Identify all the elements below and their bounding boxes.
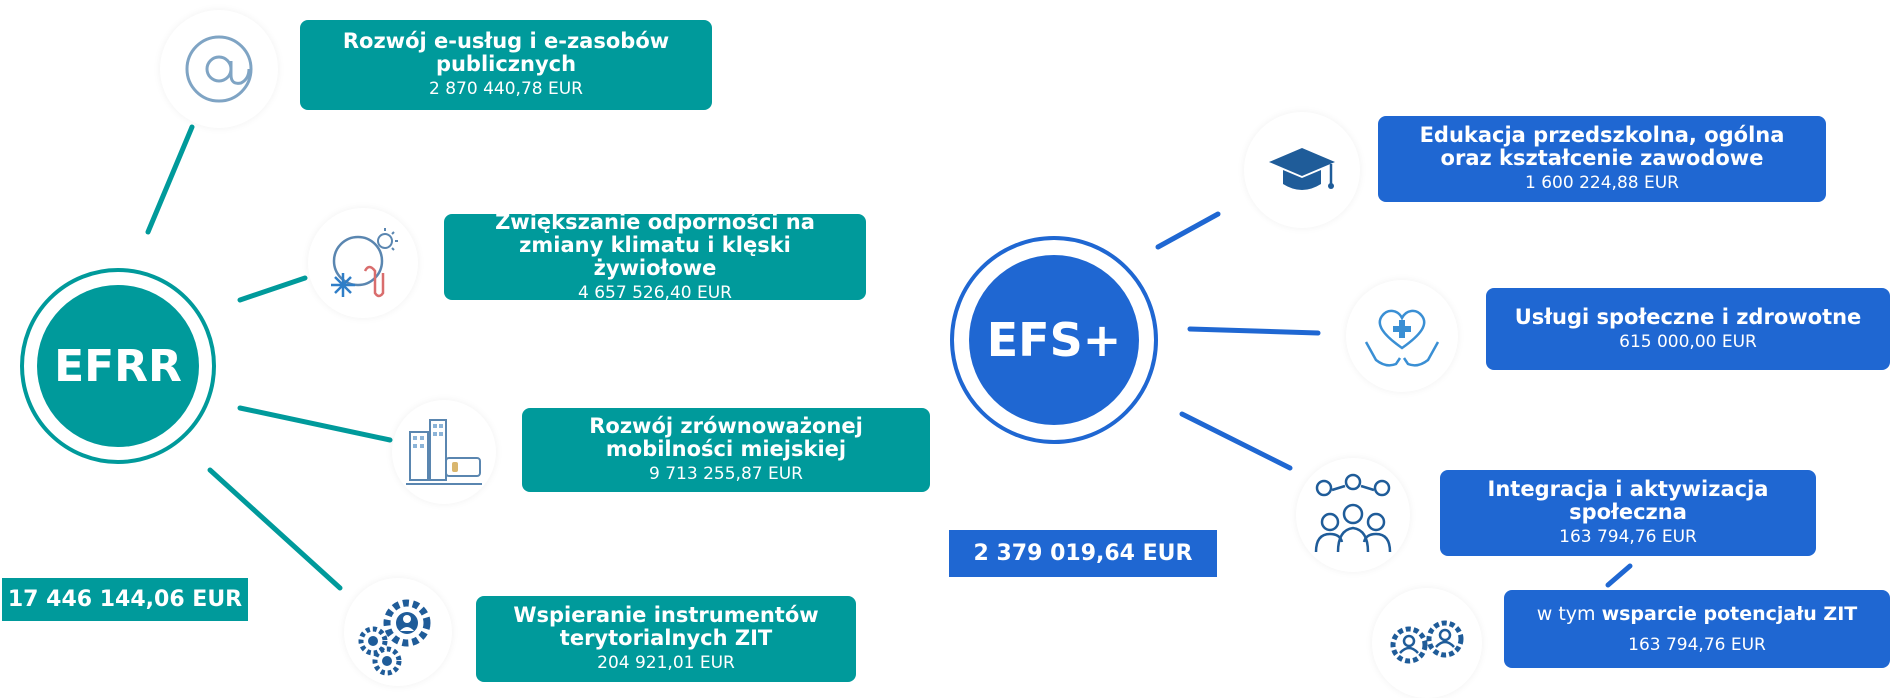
graduation-cap-icon bbox=[1244, 112, 1360, 228]
efs-card-integration: Integracja i aktywizacja społeczna 163 7… bbox=[1440, 470, 1816, 556]
efrr-card-mobility: Rozwój zrównoważonej mobilności miejskie… bbox=[522, 408, 930, 492]
efrr-card-climate: Zwiększanie odporności na zmiany klimatu… bbox=[444, 209, 866, 303]
people-ideas-icon bbox=[1296, 458, 1410, 572]
card-amount: 1 600 224,88 EUR bbox=[1525, 173, 1679, 193]
efrr-hub: EFRR bbox=[20, 268, 216, 464]
card-title-main: wsparcie potencjału ZIT bbox=[1601, 602, 1858, 625]
card-title: Rozwój zrównoważonej mobilności miejskie… bbox=[589, 414, 863, 461]
efs-card-education: Edukacja przedszkolna, ogólna oraz kszta… bbox=[1378, 116, 1826, 202]
efrr-card-zit: Wspieranie instrumentów terytorialnych Z… bbox=[476, 596, 856, 682]
card-title: w tym wsparcie potencjału ZIT bbox=[1537, 603, 1858, 626]
card-amount: 4 657 526,40 EUR bbox=[578, 282, 732, 303]
connector-efrr-1 bbox=[145, 124, 195, 235]
card-amount: 9 713 255,87 EUR bbox=[649, 464, 803, 484]
card-amount: 204 921,01 EUR bbox=[597, 653, 735, 673]
connector-efs-3 bbox=[1179, 411, 1293, 471]
connector-efrr-2 bbox=[237, 275, 308, 303]
efs-card-zit-support: w tym wsparcie potencjału ZIT 163 794,76… bbox=[1504, 590, 1890, 668]
efs-total: 2 379 019,64 EUR bbox=[949, 530, 1217, 577]
card-title: Edukacja przedszkolna, ogólna oraz kszta… bbox=[1419, 123, 1785, 170]
heart-hands-icon bbox=[1346, 280, 1458, 392]
efs-hub: EFS+ bbox=[950, 236, 1158, 444]
city-mobility-icon bbox=[392, 400, 496, 504]
connector-efrr-3 bbox=[237, 405, 393, 443]
card-title-prefix: w tym bbox=[1536, 602, 1602, 625]
connector-efs-1 bbox=[1155, 211, 1221, 250]
card-amount: 2 870 440,78 EUR bbox=[429, 79, 583, 99]
card-title: Usługi społeczne i zdrowotne bbox=[1514, 304, 1862, 329]
gears-people-icon bbox=[344, 578, 452, 686]
card-amount: 615 000,00 EUR bbox=[1619, 331, 1757, 352]
efrr-card-e-services: Rozwój e-usług i e-zasobów publicznych 2… bbox=[300, 20, 712, 110]
at-sign-icon bbox=[160, 10, 278, 128]
efs-label: EFS+ bbox=[969, 255, 1139, 425]
card-title: Rozwój e-usług i e-zasobów publicznych bbox=[342, 29, 670, 76]
climate-icon bbox=[308, 208, 418, 318]
card-amount: 163 794,76 EUR bbox=[1628, 634, 1766, 655]
connector-efs-sub bbox=[1605, 563, 1633, 588]
card-title: Wspieranie instrumentów terytorialnych Z… bbox=[513, 603, 819, 650]
efs-card-social-health: Usługi społeczne i zdrowotne 615 000,00 … bbox=[1486, 288, 1890, 370]
card-amount: 163 794,76 EUR bbox=[1559, 527, 1697, 547]
efrr-total: 17 446 144,06 EUR bbox=[2, 578, 248, 621]
connector-efs-2 bbox=[1187, 326, 1321, 336]
people-gears-icon bbox=[1372, 588, 1482, 698]
efrr-label: EFRR bbox=[37, 285, 199, 447]
card-title: Zwiększanie odporności na zmiany klimatu… bbox=[495, 209, 815, 280]
connector-efrr-4 bbox=[207, 467, 343, 591]
card-title: Integracja i aktywizacja społeczna bbox=[1487, 477, 1769, 524]
